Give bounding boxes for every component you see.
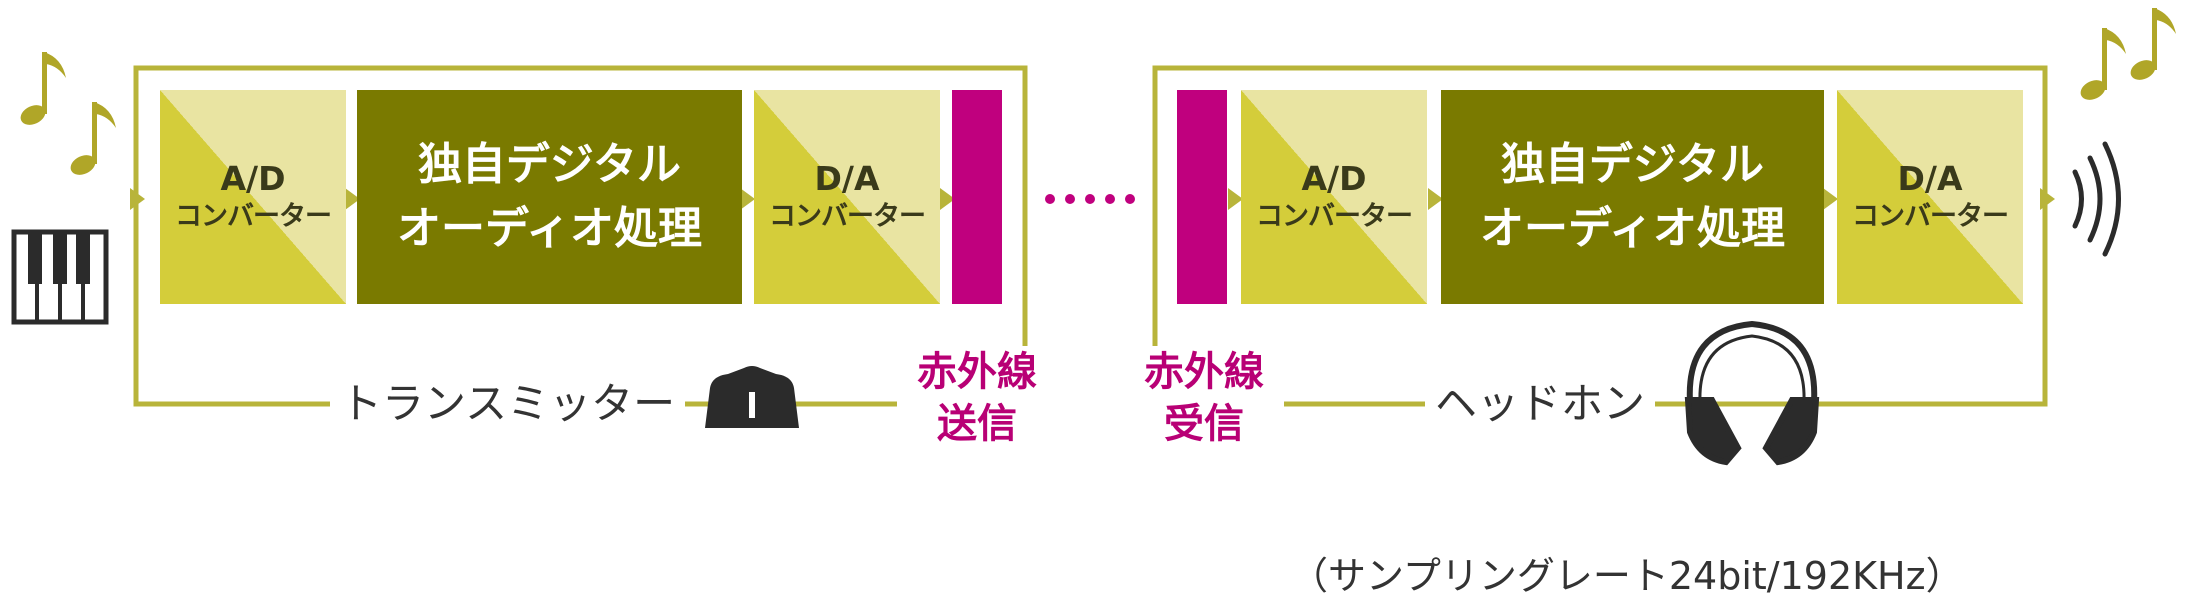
infrared-dots <box>1045 194 1135 204</box>
arrow-icon <box>1228 188 1243 210</box>
receiver-dsp-block: 独自デジタル オーディオ処理 <box>1441 90 1824 304</box>
infrared-receive-line1: 赤外線 <box>1144 349 1264 395</box>
arrow-icon <box>130 188 145 210</box>
music-note-icon <box>2080 8 2176 100</box>
infrared-send-label: 赤外線 送信 <box>897 346 1057 450</box>
infrared-transmitter-bar <box>952 90 1002 304</box>
receiver-dsp-line1: 独自デジタル <box>1500 139 1765 190</box>
receiver-da-converter: D/A コンバーター <box>1837 90 2023 304</box>
arrow-icon <box>2040 188 2055 210</box>
headphones-icon <box>1684 320 1820 466</box>
infrared-send-line2: 送信 <box>937 401 1017 447</box>
transmitter-da-converter: D/A コンバーター <box>754 90 940 304</box>
receiver-dsp-line2: オーディオ処理 <box>1480 203 1785 254</box>
infrared-send-line1: 赤外線 <box>917 349 1037 395</box>
sampling-rate-note: （サンプリングレート24bit/192KHz） <box>1290 554 1964 598</box>
receiver-da-subtitle: コンバーター <box>1852 201 2009 232</box>
receiver-ad-subtitle: コンバーター <box>1256 201 1413 232</box>
transmitter-da-title: D/A <box>814 159 880 198</box>
arrow-icon <box>1428 188 1443 210</box>
receiver-ad-converter: A/D コンバーター <box>1241 90 1427 304</box>
transmitter-device-icon <box>705 366 799 428</box>
infrared-receive-line2: 受信 <box>1164 401 1244 447</box>
infrared-receive-label: 赤外線 受信 <box>1124 346 1284 450</box>
transmitter-ad-converter: A/D コンバーター <box>160 90 346 304</box>
arrow-icon <box>940 188 955 210</box>
transmitter-dsp-block: 独自デジタル オーディオ処理 <box>357 90 742 304</box>
music-note-icon <box>20 52 116 175</box>
receiver-ad-title: A/D <box>1301 159 1367 198</box>
sound-wave-icon <box>2072 141 2121 257</box>
transmitter-dsp-line2: オーディオ処理 <box>397 203 702 254</box>
arrow-icon <box>1823 188 1838 210</box>
transmitter-dsp-line1: 独自デジタル <box>417 139 682 190</box>
receiver-frame <box>1152 65 2048 407</box>
receiver-da-title: D/A <box>1897 159 1963 198</box>
transmitter-ad-subtitle: コンバーター <box>175 201 332 232</box>
infrared-receiver-bar <box>1177 90 1227 304</box>
arrow-icon <box>345 188 360 210</box>
transmitter-da-subtitle: コンバーター <box>769 201 926 232</box>
headphones-label: ヘッドホン <box>1425 378 1656 430</box>
piano-keyboard-icon <box>11 229 109 325</box>
transmitter-label: トランスミッター <box>330 378 686 430</box>
transmitter-ad-title: A/D <box>220 159 286 198</box>
arrow-icon <box>740 188 755 210</box>
